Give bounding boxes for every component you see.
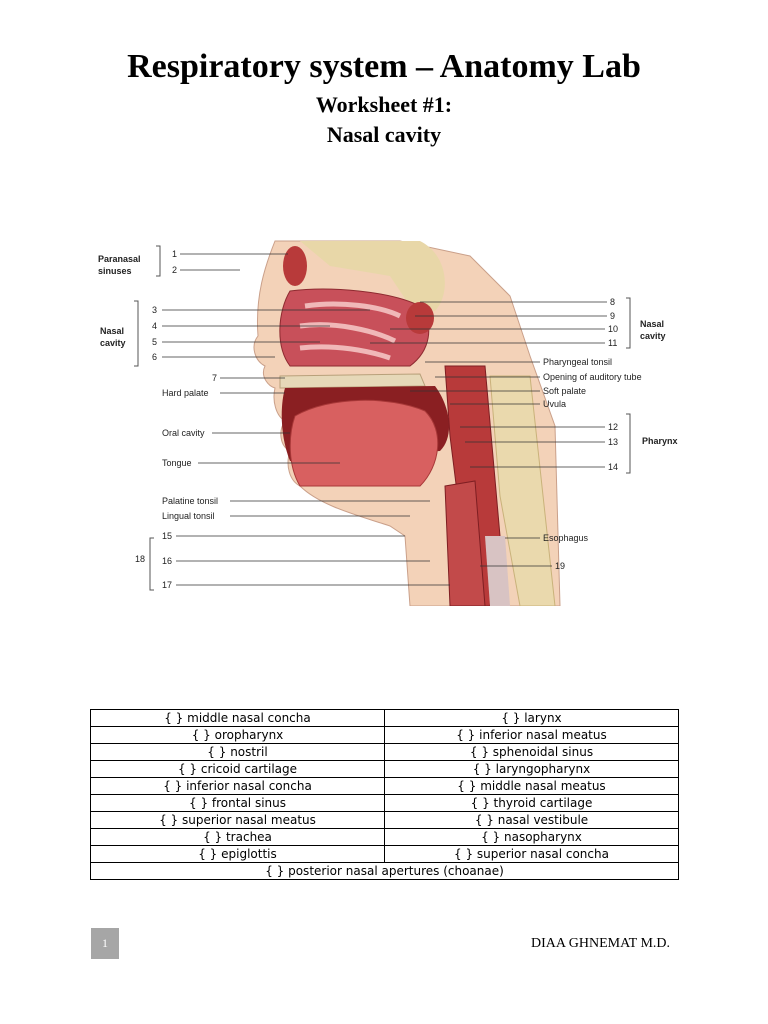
table-row: { } epiglottis{ } superior nasal concha	[90, 845, 679, 863]
worksheet-topic: Nasal cavity	[326, 122, 442, 147]
table-row: { } inferior nasal concha{ } middle nasa…	[90, 777, 679, 795]
svg-text:Opening of auditory tube: Opening of auditory tube	[543, 372, 642, 382]
svg-text:6: 6	[152, 352, 157, 362]
skull-bone	[300, 241, 445, 311]
table-row: { } cricoid cartilage{ } laryngopharynx	[90, 760, 679, 778]
svg-text:11: 11	[608, 338, 617, 348]
nasal-concha-shapes	[299, 301, 402, 361]
table-cell: { } larynx	[384, 709, 679, 727]
table-cell: { } middle nasal meatus	[384, 777, 679, 795]
hard-palate	[279, 373, 426, 389]
table-cell: { } nostril	[90, 743, 385, 761]
frontal-sinus	[283, 246, 307, 286]
svg-text:8: 8	[610, 297, 615, 307]
svg-text:cavity: cavity	[100, 338, 126, 348]
table-cell: { } posterior nasal apertures (choanae)	[90, 862, 679, 880]
spine	[489, 375, 556, 606]
table-cell: { } laryngopharynx	[384, 760, 679, 778]
svg-text:16: 16	[162, 556, 172, 566]
table-cell: { } trachea	[90, 828, 385, 846]
svg-text:Tongue: Tongue	[162, 458, 192, 468]
svg-text:12: 12	[608, 422, 618, 432]
author-name: DIAA GHNEMAT M.D.	[531, 936, 670, 951]
svg-text:1: 1	[172, 249, 177, 259]
svg-text:Pharyngeal tonsil: Pharyngeal tonsil	[543, 357, 612, 367]
esophagus-tube	[485, 536, 510, 606]
trachea	[444, 480, 486, 606]
left-leader-lines	[162, 253, 450, 586]
table-cell: { } nasal vestibule	[384, 811, 679, 829]
svg-text:Paranasal: Paranasal	[98, 254, 141, 264]
left-number-labels: 1 2 3 4 5 6 7 15 16 18 17	[135, 249, 217, 590]
table-cell: { } oropharynx	[90, 726, 385, 744]
table-row: { } posterior nasal apertures (choanae)	[90, 862, 679, 880]
table-cell: { } superior nasal meatus	[90, 811, 385, 829]
svg-text:14: 14	[608, 462, 618, 472]
svg-text:17: 17	[162, 580, 172, 590]
svg-text:sinuses: sinuses	[98, 266, 132, 276]
left-labels: Paranasal sinuses Nasal cavity Hard pala…	[98, 245, 218, 591]
table-cell: { } cricoid cartilage	[90, 760, 385, 778]
svg-text:4: 4	[152, 321, 157, 331]
svg-text:Soft palate: Soft palate	[543, 386, 586, 396]
page-number: 1	[91, 928, 119, 959]
svg-text:Nasal: Nasal	[100, 326, 124, 336]
svg-text:Nasal: Nasal	[640, 319, 664, 329]
svg-text:Pharynx: Pharynx	[642, 436, 678, 446]
table-cell: { } superior nasal concha	[384, 845, 679, 863]
table-cell: { } nasopharynx	[384, 828, 679, 846]
svg-text:7: 7	[212, 373, 217, 383]
svg-text:3: 3	[152, 305, 157, 315]
svg-text:Esophagus: Esophagus	[543, 533, 589, 543]
table-cell: { } inferior nasal concha	[90, 777, 385, 795]
right-leader-lines	[370, 301, 607, 567]
table-cell: { } sphenoidal sinus	[384, 743, 679, 761]
table-row: { } frontal sinus{ } thyroid cartilage	[90, 794, 679, 812]
table-cell: { } frontal sinus	[90, 794, 385, 812]
svg-text:Uvula: Uvula	[543, 399, 566, 409]
table-row: { } nostril{ } sphenoidal sinus	[90, 743, 679, 761]
table-cell: { } thyroid cartilage	[384, 794, 679, 812]
svg-text:Hard palate: Hard palate	[162, 388, 209, 398]
svg-text:cavity: cavity	[640, 331, 666, 341]
page-title: Respiratory system – Anatomy Lab	[127, 48, 641, 85]
svg-text:15: 15	[162, 531, 172, 541]
table-row: { } middle nasal concha{ } larynx	[90, 709, 679, 727]
table-row: { } trachea{ } nasopharynx	[90, 828, 679, 846]
tongue	[289, 399, 439, 487]
right-labels: 8 9 10 11 Nasal cavity Pharyngeal tonsil…	[543, 297, 678, 571]
worksheet-number: Worksheet #1:	[315, 92, 453, 117]
table-cell: { } inferior nasal meatus	[384, 726, 679, 744]
sphenoidal-sinus	[406, 302, 434, 334]
table-row: { } superior nasal meatus{ } nasal vesti…	[90, 811, 679, 829]
svg-text:9: 9	[610, 311, 615, 321]
table-cell: { } epiglottis	[90, 845, 385, 863]
answer-key-table: { } middle nasal concha{ } larynx{ } oro…	[90, 709, 679, 880]
svg-text:Oral cavity: Oral cavity	[162, 428, 205, 438]
svg-text:18: 18	[135, 554, 145, 564]
svg-text:2: 2	[172, 265, 177, 275]
svg-text:10: 10	[608, 324, 618, 334]
svg-text:19: 19	[555, 561, 565, 571]
svg-text:Lingual tonsil: Lingual tonsil	[162, 511, 215, 521]
svg-text:5: 5	[152, 337, 157, 347]
table-row: { } oropharynx{ } inferior nasal meatus	[90, 726, 679, 744]
svg-text:Palatine tonsil: Palatine tonsil	[162, 496, 218, 506]
table-cell: { } middle nasal concha	[90, 709, 385, 727]
svg-text:13: 13	[608, 437, 618, 447]
anatomy-figure: Paranasal sinuses Nasal cavity Hard pala…	[98, 240, 678, 606]
